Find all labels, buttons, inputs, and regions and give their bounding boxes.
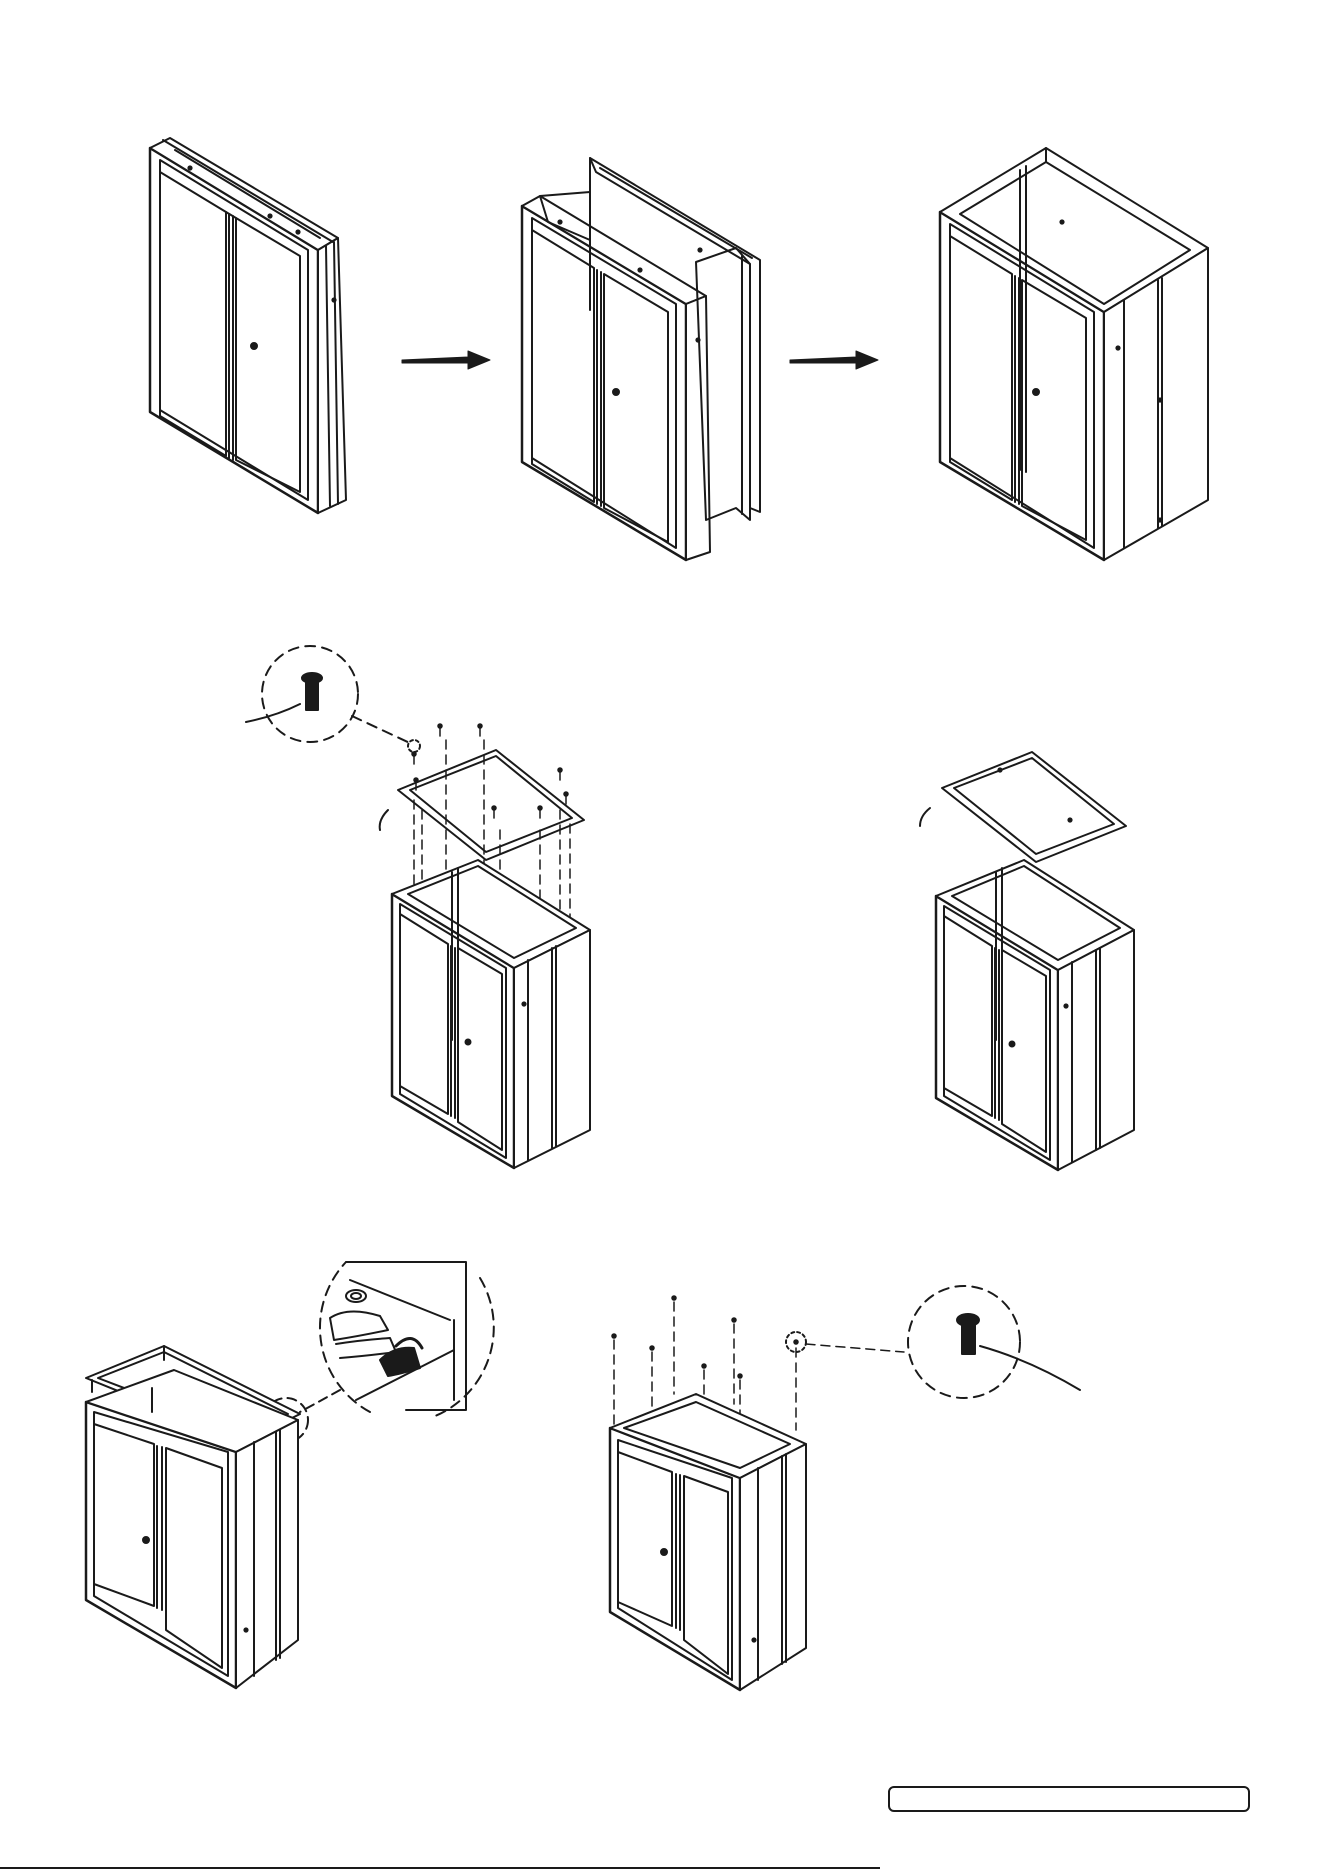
bolt-icon bbox=[302, 673, 322, 710]
top-panel-screws bbox=[610, 1296, 904, 1690]
footer-label-box bbox=[888, 1786, 1250, 1812]
cabinet-top-panel-lifting bbox=[86, 1346, 300, 1688]
cabinet-open-top-right bbox=[936, 860, 1134, 1170]
cabinet-folded bbox=[150, 138, 346, 513]
bolt-icon bbox=[957, 1314, 979, 1354]
screw-detail-left bbox=[246, 646, 420, 752]
right-arrow-icon bbox=[402, 351, 490, 369]
top-frame-exploded bbox=[920, 752, 1126, 862]
right-arrow-icon bbox=[790, 351, 878, 369]
screw-detail-right bbox=[908, 1286, 1080, 1398]
cabinet-partially-unfolded bbox=[522, 158, 760, 560]
cabinet-unfolded bbox=[940, 148, 1208, 560]
footer-rule bbox=[0, 1867, 880, 1869]
magnifier-circle-icon bbox=[330, 1280, 454, 1400]
